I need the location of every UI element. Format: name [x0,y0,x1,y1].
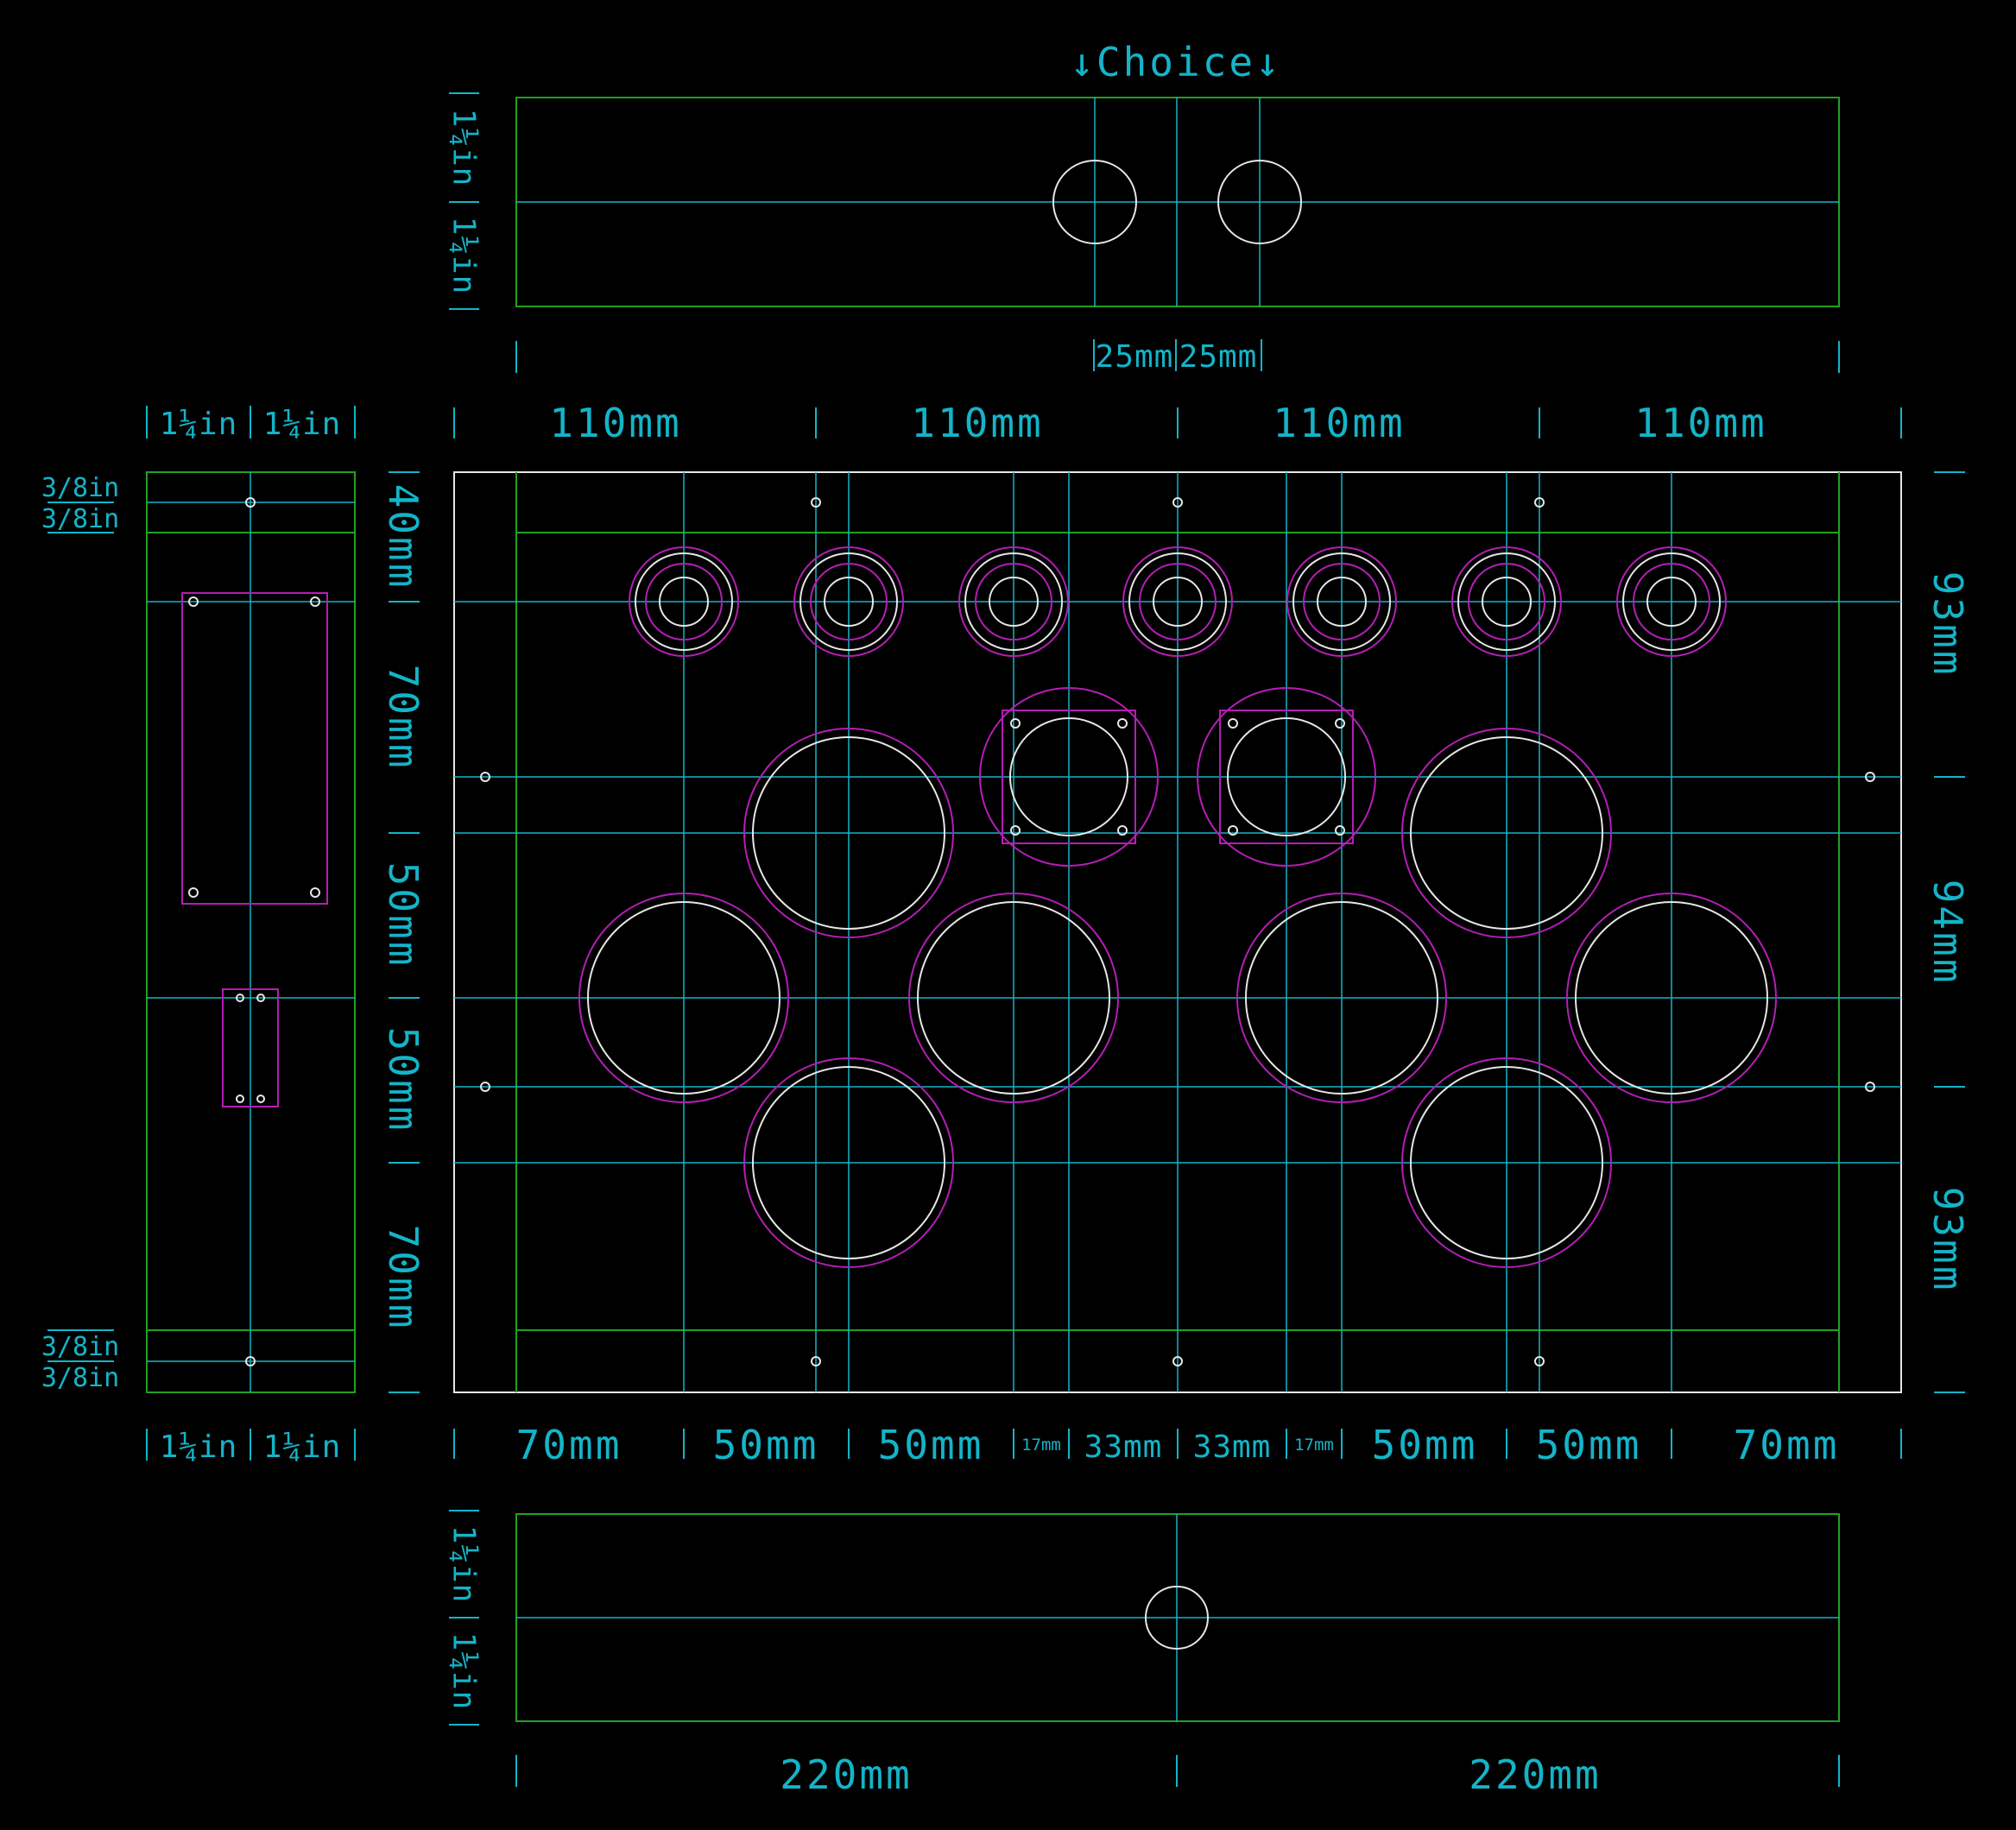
side-screw-bottom [245,1356,256,1366]
bottom-view: 1¼in 1¼in 220mm 220mm [446,1510,1840,1798]
top-view: ↓Choice↓ 1¼in 1¼in 25mm 25mm [446,39,1840,375]
bottom-dim-2: 50mm [713,1422,819,1468]
large-button [908,893,1119,1103]
small-button [1616,546,1727,657]
large-button [1566,893,1777,1103]
screw-hole [480,1082,490,1092]
screw-hole [1172,1356,1183,1366]
left-dim-1: 40mm [380,484,427,590]
screw-hole [811,497,821,508]
square-button-left [979,687,1159,867]
bottom-dim-7: 17mm [1294,1436,1334,1455]
top-dim-3: 110mm [1273,400,1405,446]
top-view-height-dims: 1¼in 1¼in [446,92,482,310]
side-top-dim-2: 1¼in [263,407,342,442]
small-button [1122,546,1233,657]
screw-hole [1534,497,1545,508]
small-button [793,546,904,657]
side-view-bottom-dims: 1¼in 1¼in [146,1429,356,1465]
screw-hole [811,1356,821,1366]
small-button-row [629,546,1727,657]
square-buttons [979,687,1376,867]
large-button [743,728,954,938]
plan-top-dims: 110mm 110mm 110mm 110mm [453,400,1902,446]
plan-bottom-dims: 70mm 50mm 50mm 17mm 33mm 33mm 17mm 50mm … [453,1422,1902,1468]
side-view-edge-dims: 3/8in 3/8in 3/8in 3/8in [41,473,119,1393]
bottom-hole [1145,1586,1209,1650]
plan-left-dims: 40mm 70mm 50mm 50mm 70mm [380,471,427,1393]
top-height-dim-2: 1¼in [446,217,482,295]
square-button-right [1197,687,1376,867]
large-button [1401,1057,1612,1268]
top-view-spacing-dims: 25mm 25mm [515,339,1840,375]
edge-dim-4: 3/8in [41,1363,119,1393]
choice-hole-right [1217,160,1302,244]
screw-holes [480,497,1875,1366]
left-dim-5: 70mm [380,1225,427,1331]
usb-cutout [222,988,279,1107]
screw-hole [1865,1082,1875,1092]
top-height-dim-1: 1¼in [446,109,482,187]
width-dim-2: 220mm [1469,1751,1601,1798]
plan-horizontal-centerlines [454,601,1901,1164]
side-screw-top [245,497,256,508]
top-dim-4: 110mm [1634,400,1766,446]
spacing-dim-2: 25mm [1179,339,1258,375]
large-button [1401,728,1612,938]
right-dim-1: 93mm [1924,571,1971,678]
bottom-dim-3: 50mm [878,1422,984,1468]
top-dim-1: 110mm [549,400,681,446]
screw-hole [480,772,490,782]
side-view-top-dims: 1¼in 1¼in [146,406,356,442]
main-plan: 110mm 110mm 110mm 110mm 40mm 70mm 50mm 5… [380,400,1971,1468]
right-dim-2: 94mm [1924,880,1971,986]
bottom-dim-10: 70mm [1734,1422,1840,1468]
bottom-height-dim-1: 1¼in [446,1525,482,1604]
large-button [743,1057,954,1268]
small-button [958,546,1069,657]
bottom-dim-5: 33mm [1084,1429,1163,1465]
side-top-dim-1: 1¼in [160,407,238,442]
choice-title: ↓Choice↓ [1070,39,1282,85]
edge-dim-3: 3/8in [41,1332,119,1362]
pcb-cutout [181,592,328,905]
edge-dim-2: 3/8in [41,504,119,534]
side-view: 1¼in 1¼in 1¼in 1¼in 3/8in 3/8in 3/8in 3/… [41,406,356,1465]
bottom-dim-4: 17mm [1021,1436,1061,1455]
small-button [629,546,739,657]
side-bottom-dim-1: 1¼in [160,1429,238,1465]
screw-hole [1865,772,1875,782]
bottom-height-dim-2: 1¼in [446,1632,482,1711]
screw-hole [1534,1356,1545,1366]
large-buttons [578,728,1777,1268]
small-button [1451,546,1562,657]
large-button [1236,893,1447,1103]
choice-hole-left [1052,160,1137,244]
bottom-dim-1: 70mm [516,1422,622,1468]
bottom-dim-8: 50mm [1372,1422,1478,1468]
right-dim-3: 93mm [1924,1187,1971,1293]
large-button [578,893,789,1103]
screw-hole [1172,497,1183,508]
bottom-view-width-dims: 220mm 220mm [515,1751,1840,1798]
plan-right-dims: 93mm 94mm 93mm [1924,471,1971,1393]
left-dim-4: 50mm [380,1027,427,1133]
small-button [1286,546,1397,657]
left-dim-2: 70mm [380,665,427,771]
top-dim-2: 110mm [911,400,1043,446]
bottom-dim-6: 33mm [1193,1429,1272,1465]
bottom-view-height-dims: 1¼in 1¼in [446,1510,482,1726]
plan-vertical-centerlines [683,472,1672,1392]
width-dim-1: 220mm [780,1751,912,1798]
bottom-dim-9: 50mm [1536,1422,1642,1468]
left-dim-3: 50mm [380,862,427,969]
side-bottom-dim-2: 1¼in [263,1429,342,1465]
edge-dim-1: 3/8in [41,473,119,503]
spacing-dim-1: 25mm [1096,339,1174,375]
